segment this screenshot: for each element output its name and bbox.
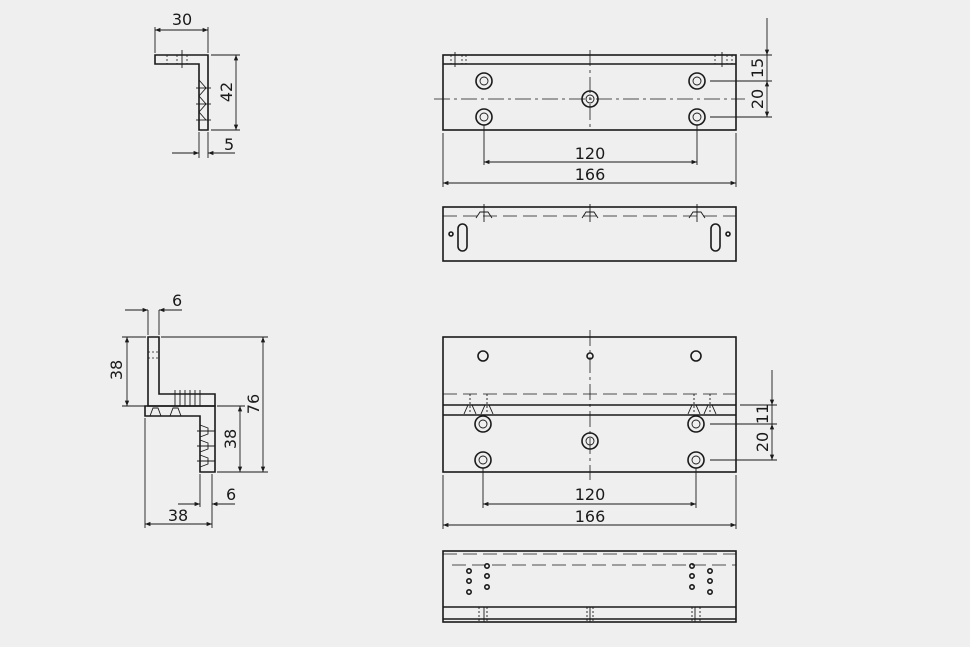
- dim-lower-height: 38: [221, 429, 240, 449]
- dim-hole-offset-top: 15: [748, 58, 767, 78]
- dim-overall-length: 166: [575, 165, 606, 184]
- dim-hole-spacing-v: 20: [748, 89, 767, 109]
- z-bracket-front-view: 11 20 120 166: [442, 330, 777, 529]
- dim-thickness-bottom: 6: [226, 485, 236, 504]
- dim-depth: 38: [168, 506, 188, 525]
- dim-hole-spacing-h: 120: [575, 144, 606, 163]
- dim-hole-offset: 11: [753, 404, 772, 424]
- dim-width: 30: [172, 10, 192, 29]
- dim-upper-height: 38: [107, 360, 126, 380]
- dim-thickness-top: 6: [172, 291, 182, 310]
- bracket-bottom-view-top: [442, 204, 737, 262]
- dim-overall-height: 76: [244, 394, 263, 414]
- bracket-front-view-top: 15 20 120 166: [434, 18, 772, 187]
- z-bracket-side-view: 6 38 76 38 6 38: [107, 291, 268, 528]
- dim-hole-spacing-v: 20: [753, 432, 772, 452]
- mounting-holes: [474, 415, 705, 469]
- bracket-side-view-top: 30 42 5: [154, 10, 240, 158]
- dim-overall-length: 166: [575, 507, 606, 526]
- z-bracket-bottom-view: [442, 550, 737, 623]
- dim-hole-spacing-h: 120: [575, 485, 606, 504]
- dim-thickness: 5: [224, 135, 234, 154]
- dim-height: 42: [217, 82, 236, 102]
